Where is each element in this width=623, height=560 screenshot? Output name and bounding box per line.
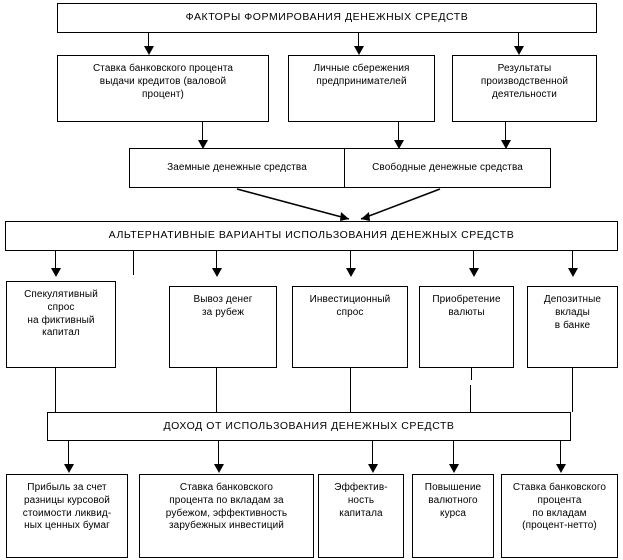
- connector-alternatives-to-box-5: [572, 251, 573, 270]
- arrowhead-income-to-box-3: [367, 464, 378, 473]
- arrowhead-factors-to-box-3: [513, 46, 524, 55]
- arrowhead-borrowed-to-alternatives: [340, 212, 349, 221]
- arrowhead-alternatives-to-box-4: [468, 268, 479, 277]
- connector-income-to-box-4: [453, 441, 454, 467]
- connector-income-to-box-5: [560, 441, 561, 467]
- income-box-capital-efficiency: Эффектив- ность капитала: [318, 474, 404, 558]
- arrowhead-factors-to-box-1: [143, 46, 154, 55]
- arrowhead-alternatives-to-box-1: [50, 268, 61, 277]
- connector-alternatives-to-box-4: [473, 251, 474, 270]
- connector-income-to-box-1: [68, 441, 69, 467]
- factor-box-production-results: Результаты производственной деятельности: [452, 55, 597, 122]
- connector-alternatives-to-box-1: [55, 251, 56, 270]
- funds-box-free: Свободные денежные средства: [344, 148, 551, 188]
- arrowhead-income-to-box-2: [213, 464, 224, 473]
- banner-income: ДОХОД ОТ ИСПОЛЬЗОВАНИЯ ДЕНЕЖНЫХ СРЕДСТВ: [47, 412, 571, 441]
- connector-box4-to-income-lower: [470, 385, 471, 412]
- connector-alternatives-to-box-2: [216, 251, 217, 270]
- alternative-box-capital-export: Вывоз денег за рубеж: [169, 286, 277, 368]
- connector-factorbox1-to-borrowed: [202, 122, 203, 142]
- connector-factors-to-box-1: [148, 33, 149, 48]
- connector-income-to-box-3: [372, 441, 373, 467]
- connector-box4-to-income-upper: [471, 368, 472, 380]
- arrowhead-factors-to-box-2: [353, 46, 364, 55]
- connector-factorbox3-to-free: [505, 122, 506, 142]
- connector-box2-to-income: [216, 368, 217, 412]
- connector-factorbox2-to-free: [398, 122, 399, 142]
- arrowhead-alternatives-to-box-5: [567, 268, 578, 277]
- income-box-domestic-deposit-rate: Ставка банковского процента по вкладам (…: [501, 474, 618, 558]
- arrowhead-income-to-box-4: [448, 464, 459, 473]
- factor-box-personal-savings: Личные сбережения предпринимателей: [288, 55, 435, 122]
- connector-factors-to-box-3: [518, 33, 519, 48]
- arrowhead-factorbox3-to-free: [500, 140, 511, 149]
- income-box-securities-profit: Прибыль за счет разницы курсовой стоимос…: [6, 474, 128, 558]
- connector-free-to-alternatives: [360, 188, 441, 220]
- arrowhead-income-to-box-5: [555, 464, 566, 473]
- arrowhead-alternatives-to-box-2: [211, 268, 222, 277]
- factor-box-bank-rate: Ставка банковского процента выдачи креди…: [57, 55, 269, 122]
- income-box-exchange-rate-growth: Повышение валютного курса: [412, 474, 494, 558]
- connector-box1-to-income: [55, 368, 56, 412]
- arrowhead-free-to-alternatives: [361, 212, 370, 221]
- arrowhead-income-to-box-1: [63, 464, 74, 473]
- alternative-box-speculative-demand: Спекулятивный спрос на фиктивный капитал: [6, 281, 116, 368]
- banner-alternatives: АЛЬТЕРНАТИВНЫЕ ВАРИАНТЫ ИСПОЛЬЗОВАНИЯ ДЕ…: [5, 221, 618, 251]
- alternative-box-bank-deposits: Депозитные вклады в банке: [527, 286, 618, 368]
- arrowhead-factorbox2-to-free: [393, 140, 404, 149]
- connector-alternatives-to-box-3: [350, 251, 351, 270]
- connector-box3-to-income: [350, 368, 351, 412]
- alternative-box-currency-purchase: Приобретение валюты: [419, 286, 514, 368]
- connector-income-to-box-2: [218, 441, 219, 467]
- funds-box-borrowed: Заемные денежные средства: [129, 148, 345, 188]
- alternative-box-investment-demand: Инвестиционный спрос: [292, 286, 408, 368]
- income-box-foreign-deposit-rate: Ставка банковского процента по вкладам з…: [139, 474, 314, 558]
- arrowhead-alternatives-to-box-3: [345, 268, 356, 277]
- connector-factors-to-box-2: [358, 33, 359, 48]
- connector-alternatives-stub-1: [133, 251, 134, 275]
- connector-borrowed-to-alternatives: [236, 188, 350, 220]
- arrowhead-factorbox1-to-borrowed: [197, 140, 208, 149]
- connector-box5-to-income: [572, 368, 573, 412]
- banner-factors: ФАКТОРЫ ФОРМИРОВАНИЯ ДЕНЕЖНЫХ СРЕДСТВ: [57, 3, 597, 33]
